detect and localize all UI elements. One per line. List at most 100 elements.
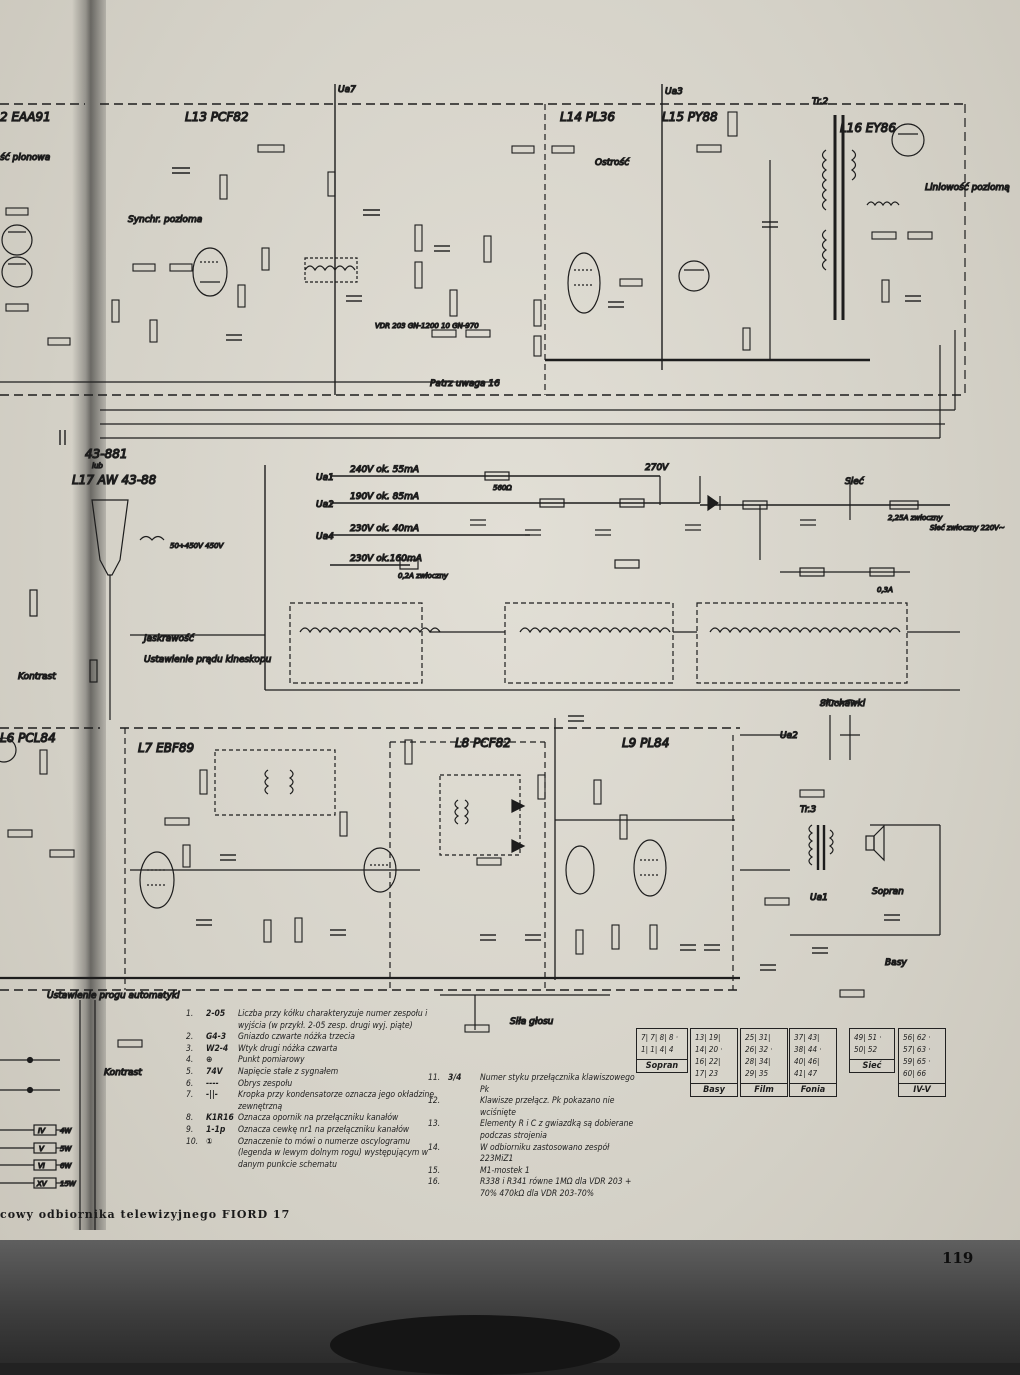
legend-symbol: ⊕ xyxy=(206,1055,213,1066)
transformer-tr2-label: Tr.2 xyxy=(812,97,829,107)
legend-symbol: 2-05 xyxy=(206,1009,226,1019)
switch-box-cells: 7| 7| 8| 8 · 1| 1| 4| 4 xyxy=(641,1033,679,1054)
signal-ua7: Ua7 xyxy=(338,85,356,95)
label-sopran: Sopran xyxy=(872,887,904,897)
legend-symbol: -||- xyxy=(206,1090,218,1101)
output-transformer-tr3 xyxy=(808,824,885,870)
legend-number: 12. xyxy=(428,1096,441,1107)
switch-box-fonia: 37| 43| 38| 44 · 40| 46| 41| 47 Fonia xyxy=(789,1028,837,1097)
heater-chain xyxy=(289,602,960,684)
label-ustawienie-pradu: Ustawienie prądu kineskopu xyxy=(144,655,272,665)
label-patrz-uwaga: Patrz uwaga 16 xyxy=(430,379,500,389)
left-switch-v-value: 5W xyxy=(60,1145,72,1153)
tube-pcl84-label: L6 PCL84 xyxy=(0,731,56,745)
legend-number: 5. xyxy=(186,1066,194,1077)
legend-symbol: G4-3 xyxy=(206,1032,227,1043)
scan-bottom-shadow xyxy=(0,1240,1020,1375)
left-switch-xv: XV xyxy=(36,1180,48,1188)
legend-symbol xyxy=(448,1177,480,1200)
legend-number: 11. xyxy=(428,1073,441,1083)
switch-box-cells: 25| 31| 26| 32 · 28| 34| 29| 35 xyxy=(745,1033,773,1078)
legend-text: Elementy R i C z gwiazdką są dobierane p… xyxy=(480,1119,634,1141)
legend-symbol: 1-1p xyxy=(206,1124,226,1135)
page-number: 119 xyxy=(942,1249,974,1267)
legend-number: 9. xyxy=(186,1124,194,1135)
legend-text: Kropka przy kondensatorze oznacza jego o… xyxy=(238,1090,435,1112)
switch-box-cells: 37| 43| 38| 44 · 40| 46| 41| 47 xyxy=(794,1033,822,1078)
signal-ua3: Ua3 xyxy=(665,87,683,97)
legend-row: 5. 74V Napięcie stałe z sygnałem xyxy=(186,1067,446,1079)
left-switch-vi-value: 6W xyxy=(60,1162,72,1170)
label-jaskrawosc: Jaskrawość xyxy=(142,633,195,644)
resistors-lower xyxy=(7,739,865,1048)
signal-ua4: Ua4 xyxy=(316,532,334,542)
capacitors-top xyxy=(59,167,921,445)
supply-ua3-value: 230V ok.160mA xyxy=(350,554,422,564)
legend-text: Liczba przy kółku charakteryzuje numer z… xyxy=(238,1009,428,1031)
label-siec-220: Sieć zwłoczny 220V~ xyxy=(930,524,1005,532)
tube-pcf82-13-label: L13 PCF82 xyxy=(185,110,249,124)
legend-row: 13.Elementy R i C z gwiazdką są dobieran… xyxy=(428,1119,643,1142)
supply-r510: 560Ω xyxy=(493,484,512,492)
schematic-diagram: 2 EAA91 L13 PCF82 L14 PL36 L15 PY88 L16 … xyxy=(0,84,1010,1230)
switch-box-iv-v: 56| 62 · 57| 63 · 59| 65 · 60| 66 IV-V xyxy=(898,1028,946,1097)
legend-text: Obrys zespołu xyxy=(238,1078,293,1089)
tube-pl84-label: L9 PL84 xyxy=(622,736,669,750)
legend-symbol xyxy=(448,1166,480,1178)
legend-row: 15.M1-mostek 1 xyxy=(428,1166,643,1178)
switch-box-cells: 56| 62 · 57| 63 · 59| 65 · 60| 66 xyxy=(903,1033,931,1078)
legend-text: Oznacza cewkę nr1 na przełączniku kanałó… xyxy=(238,1124,410,1135)
headphone-jack xyxy=(819,699,861,760)
tube-py88-label: L15 PY88 xyxy=(662,110,718,124)
legend-row: 7.-||-Kropka przy kondensatorze oznacza … xyxy=(186,1090,446,1113)
switch-box-label: Sopran xyxy=(637,1059,687,1072)
legend-text: Numer styku przełącznika klawiszowego Pk xyxy=(480,1073,635,1095)
left-switch-contacts xyxy=(0,1000,96,1230)
legend-symbol: ① xyxy=(206,1136,213,1147)
legend-text: W odbiorniku zastosowano zespół 223MiZ1 xyxy=(480,1142,610,1165)
supply-q3a: 0,3A xyxy=(877,586,893,594)
legend-number: 8. xyxy=(186,1113,194,1124)
legend-row: 16. R338 i R341 równe 1MΩ dla VDR 203 + 7… xyxy=(428,1177,643,1200)
legend-row: 9. 1-1p Oznacza cewkę nr1 na przełączniku … xyxy=(186,1125,446,1137)
legend-symbol xyxy=(448,1096,480,1119)
switch-box-sopran: 7| 7| 8| 8 · 1| 1| 4| 4 Sopran xyxy=(636,1028,688,1073)
switch-box-label: Sieć xyxy=(850,1059,894,1072)
legend-number: 15. xyxy=(428,1165,441,1176)
tube-kineskop-lib: lub xyxy=(92,462,103,470)
legend-text: Napięcie stałe z sygnałem xyxy=(238,1066,339,1077)
legend-symbol xyxy=(448,1143,480,1166)
signal-ua1-lower: Ua1 xyxy=(810,893,828,903)
left-switch-vi: VI xyxy=(38,1162,45,1170)
legend-notes: 1. 2-05 Liczba przy kółku charakteryzuje n… xyxy=(186,1009,446,1171)
tube-kineskop-label: 43-881 xyxy=(85,447,128,461)
legend-number: 1. xyxy=(186,1009,194,1019)
left-switch-iv-value: 4W xyxy=(60,1127,72,1135)
scan-dark-blob xyxy=(330,1315,620,1375)
label-ustawienie-progu: Ustawienie progu automatyki xyxy=(47,991,180,1001)
legend-text: R338 i R341 równe 1MΩ dla VDR 203 + 70% … xyxy=(480,1177,632,1199)
legend-row: 4.⊕Punkt pomiarowy xyxy=(186,1055,446,1067)
supply-270v: 270V xyxy=(645,463,669,473)
label-synchr-pozioma: Synchr. pozioma xyxy=(128,215,202,225)
switch-box-label: Film xyxy=(741,1083,787,1096)
tube-eaa91-label: 2 EAA91 xyxy=(0,110,51,124)
signal-ua1: Ua1 xyxy=(316,473,334,483)
legend-number: 14. xyxy=(428,1142,441,1153)
legend-row: 1. 2-05 Liczba przy kółku charakteryzuje n… xyxy=(186,1009,446,1032)
legend-text: Oznaczenie to mówi o numerze oscylogramu… xyxy=(238,1136,429,1170)
signal-ua2: Ua2 xyxy=(316,500,334,510)
switch-box-siec: 49| 51 · 50| 52 Sieć xyxy=(849,1028,895,1073)
book-gutter-shadow xyxy=(72,0,106,1230)
label-kontrast-2: Kontrast xyxy=(104,1068,142,1078)
legend-row: 12. Klawisze przełącz. Pk pokazano nie wc… xyxy=(428,1096,643,1119)
legend-text: Klawisze przełącz. Pk pokazano nie wciśn… xyxy=(480,1096,615,1118)
legend-number: 16. xyxy=(428,1177,441,1188)
legend-text: Gniazdo czwarte nóżka trzecia xyxy=(238,1032,355,1043)
legend-symbol: 74V xyxy=(206,1066,223,1077)
